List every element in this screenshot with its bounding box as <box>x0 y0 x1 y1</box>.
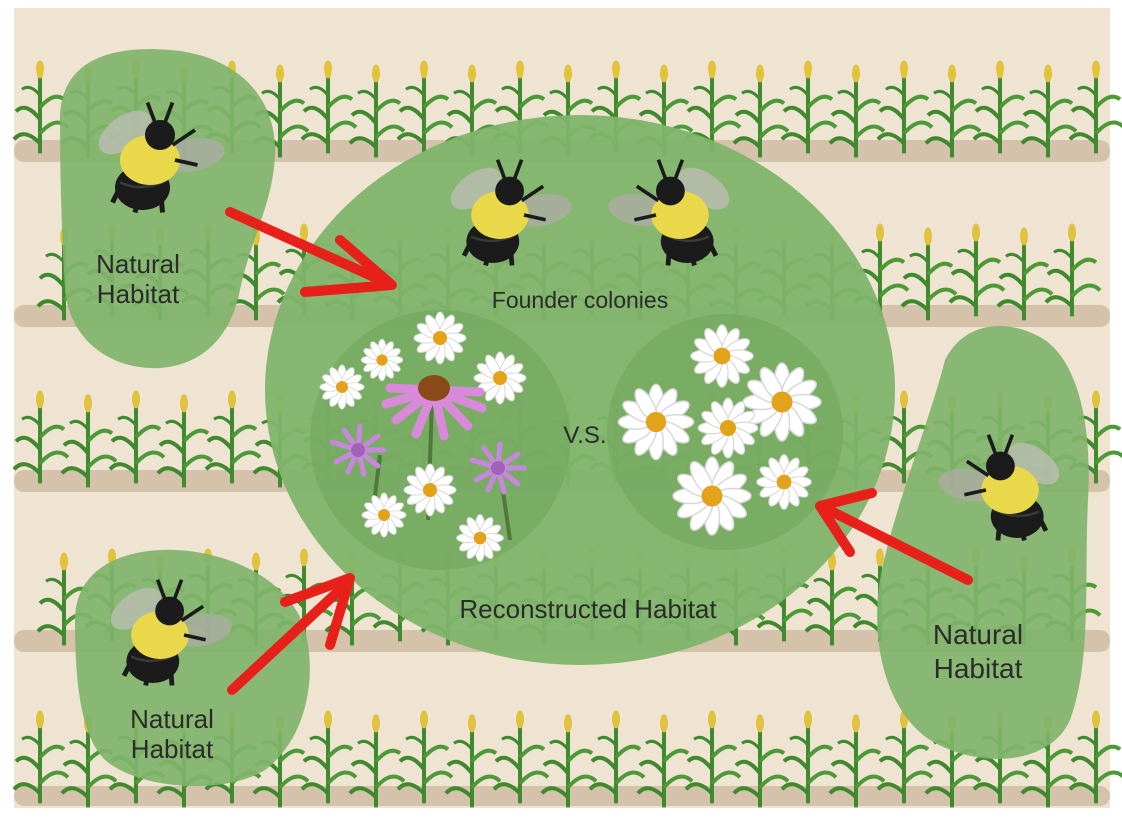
versus-label: V.S. <box>563 422 606 449</box>
founder-colonies-label: Founder colonies <box>492 287 668 313</box>
reconstructed-habitat-label: Reconstructed Habitat <box>459 594 717 624</box>
